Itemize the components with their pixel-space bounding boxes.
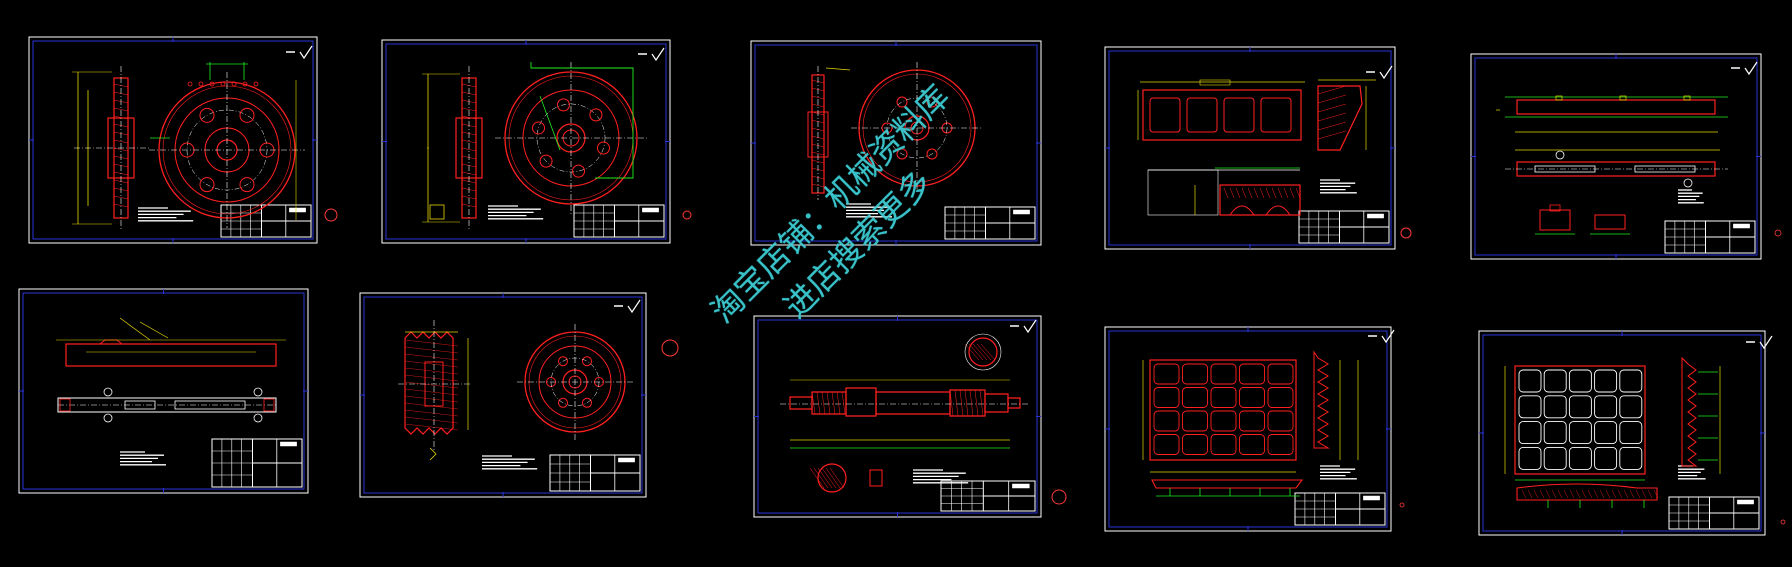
technical-notes xyxy=(488,205,544,220)
technical-notes xyxy=(846,203,892,218)
part-drawing xyxy=(807,62,983,200)
technical-notes xyxy=(138,207,194,222)
roughness-symbol xyxy=(1368,329,1395,344)
technical-notes xyxy=(482,455,538,470)
drawing-sheet xyxy=(750,40,1042,246)
technical-notes xyxy=(120,451,166,466)
drawing-sheet xyxy=(381,39,671,244)
title-block xyxy=(1668,496,1760,530)
title-block xyxy=(940,480,1036,512)
technical-notes xyxy=(1320,465,1357,480)
roughness-symbol xyxy=(1010,319,1037,334)
part-drawing xyxy=(56,317,286,423)
part-drawing xyxy=(398,320,633,461)
technical-notes xyxy=(1678,465,1706,480)
title-block xyxy=(549,454,641,492)
part-drawing xyxy=(1496,95,1728,235)
drawing-sheet xyxy=(1470,53,1762,260)
part-drawing xyxy=(1137,79,1376,216)
title-block xyxy=(211,438,303,488)
title-block xyxy=(1294,492,1386,526)
part-drawing xyxy=(1142,350,1359,497)
roughness-symbol xyxy=(1366,65,1393,80)
roughness-symbol xyxy=(614,299,641,314)
drawing-sheet xyxy=(753,315,1042,518)
drawing-sheet xyxy=(18,288,309,494)
title-block xyxy=(1298,210,1390,244)
drawing-sheet xyxy=(1104,46,1396,250)
drawing-sheet xyxy=(28,36,318,244)
watermark: 淘宝店铺：机械资料库 进店搜索更多 xyxy=(700,77,957,330)
technical-notes xyxy=(1678,189,1704,204)
technical-notes xyxy=(1320,179,1357,194)
title-block xyxy=(944,206,1036,240)
roughness-symbol xyxy=(1746,335,1773,350)
title-block xyxy=(1664,220,1756,254)
part-drawing xyxy=(780,333,1030,493)
roughness-symbol xyxy=(638,47,665,62)
part-drawing xyxy=(72,62,305,230)
roughness-symbol xyxy=(1731,61,1758,76)
drawing-sheet xyxy=(1104,326,1395,532)
drawing-sheet xyxy=(1478,330,1773,536)
drawing-sheet xyxy=(359,292,647,498)
part-drawing xyxy=(1504,356,1721,508)
title-block xyxy=(220,204,312,238)
technical-notes xyxy=(913,469,969,484)
roughness-symbol xyxy=(286,45,313,60)
part-drawing xyxy=(422,62,647,230)
title-block xyxy=(573,204,665,238)
